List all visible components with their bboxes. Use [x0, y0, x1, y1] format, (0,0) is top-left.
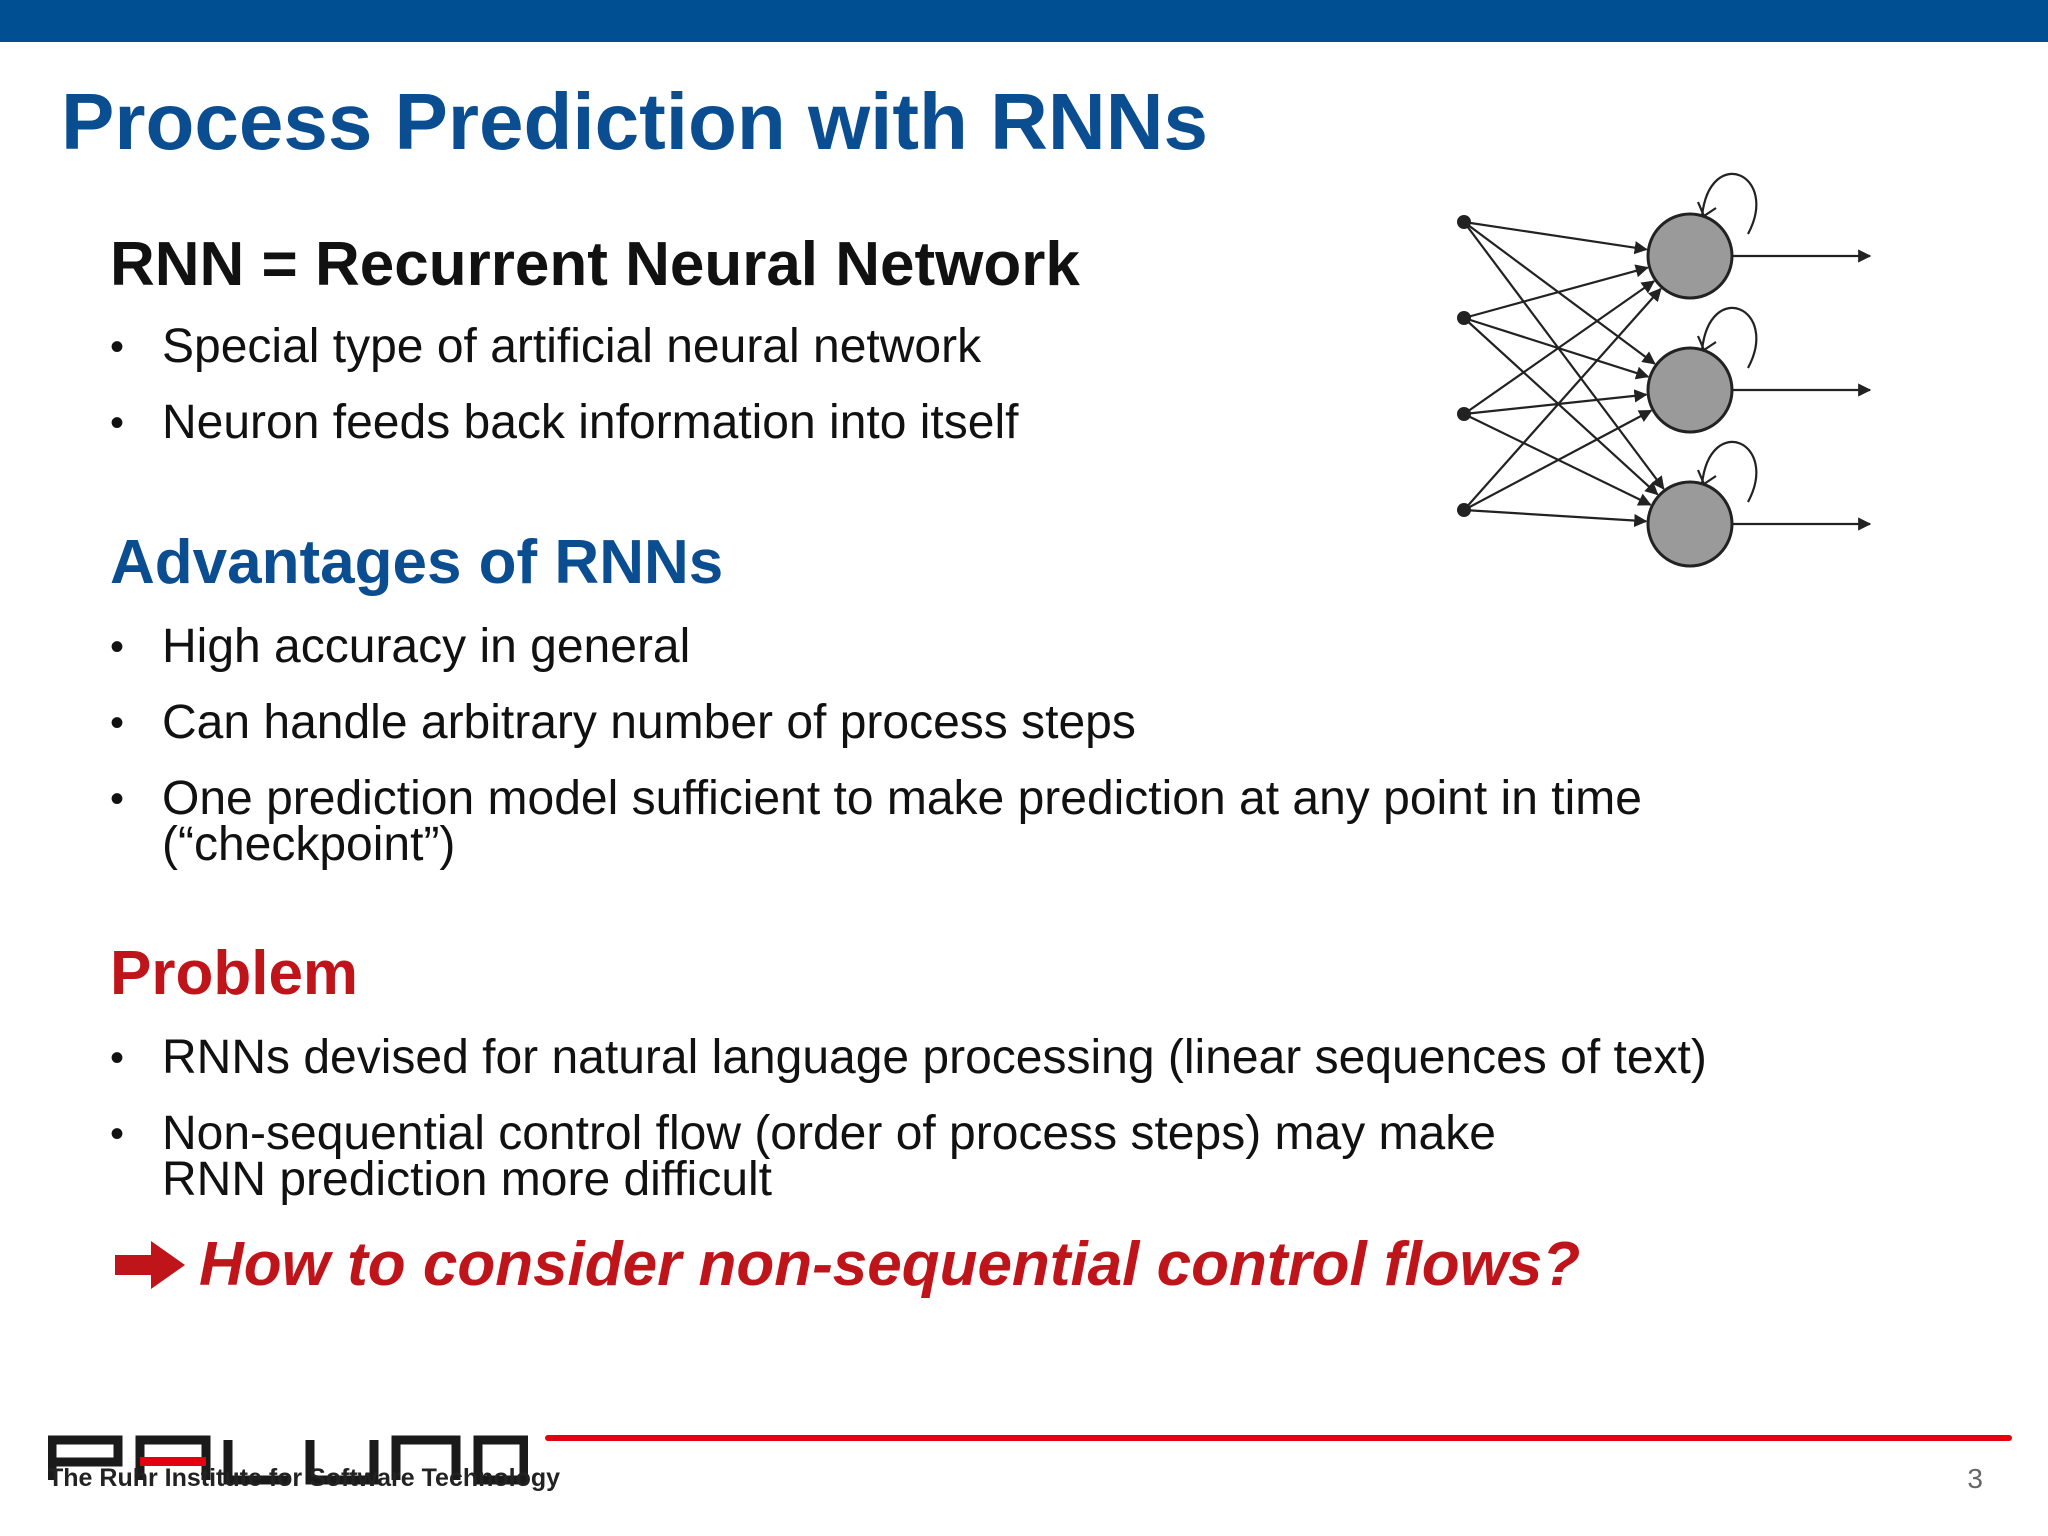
connection-arrow: [1463, 264, 1649, 320]
input-dot: [1457, 407, 1471, 421]
bullet-continuation: RNN prediction more difficult: [162, 1153, 773, 1206]
self-loop-arrow: [1700, 440, 1758, 503]
footer-rule: [545, 1435, 2012, 1441]
connection-arrow: [1463, 316, 1650, 380]
rnn-bullet-list: Special type of artificial neural networ…: [110, 322, 1018, 474]
connection-arrow: [1463, 221, 1665, 490]
bullet-item: High accuracy in general: [110, 622, 1642, 673]
self-loop-arrow: [1700, 172, 1758, 235]
arrow-right-icon: [115, 1241, 185, 1289]
network-nodes: [1457, 212, 1734, 568]
top-bar: [0, 0, 2048, 42]
advantages-bullet-list: High accuracy in general Can handle arbi…: [110, 622, 1642, 896]
connection-arrow: [1463, 409, 1653, 511]
recurrent-network-diagram: [1457, 172, 1872, 568]
input-dot: [1457, 311, 1471, 325]
bullet-item: RNNs devised for natural language proces…: [110, 1033, 1707, 1084]
bullet-item: Non-sequential control flow (order of pr…: [110, 1109, 1707, 1160]
input-dot: [1457, 215, 1471, 229]
output-arrows: [1732, 249, 1872, 531]
problem-bullet-list: RNNs devised for natural language proces…: [110, 1033, 1707, 1231]
rnn-heading: RNN = Recurrent Neural Network: [110, 230, 1080, 299]
bullet-item: Can handle arbitrary number of process s…: [110, 698, 1642, 749]
neuron-node: [1646, 212, 1734, 300]
self-loop-arrow: [1700, 306, 1758, 369]
footer-tagline: The Ruhr Institute for Software Technolo…: [48, 1464, 561, 1492]
connection-arrow: [1463, 280, 1656, 415]
network-connections: [1463, 220, 1665, 528]
slide-title: Process Prediction with RNNs: [61, 77, 1208, 166]
neuron-node: [1646, 480, 1734, 568]
advantages-heading: Advantages of RNNs: [110, 528, 724, 597]
page-number: 3: [1967, 1463, 1983, 1494]
paluno-logo: [48, 1435, 528, 1485]
connection-arrow: [1463, 389, 1648, 416]
bullet-continuation: (“checkpoint”): [162, 818, 456, 871]
callout-text: How to consider non-sequential control f…: [199, 1230, 1581, 1299]
connection-arrow: [1463, 287, 1662, 511]
input-dot: [1457, 503, 1471, 517]
neuron-node: [1646, 346, 1734, 434]
connection-arrow: [1463, 220, 1648, 255]
callout: How to consider non-sequential control f…: [115, 1225, 1580, 1305]
connection-arrow: [1463, 508, 1648, 528]
bullet-item: Special type of artificial neural networ…: [110, 322, 1018, 373]
problem-heading: Problem: [110, 939, 359, 1008]
bullet-item: Neuron feeds back information into itsel…: [110, 398, 1018, 449]
bullet-item: One prediction model sufficient to make …: [110, 774, 1642, 825]
connection-arrow: [1463, 317, 1659, 496]
